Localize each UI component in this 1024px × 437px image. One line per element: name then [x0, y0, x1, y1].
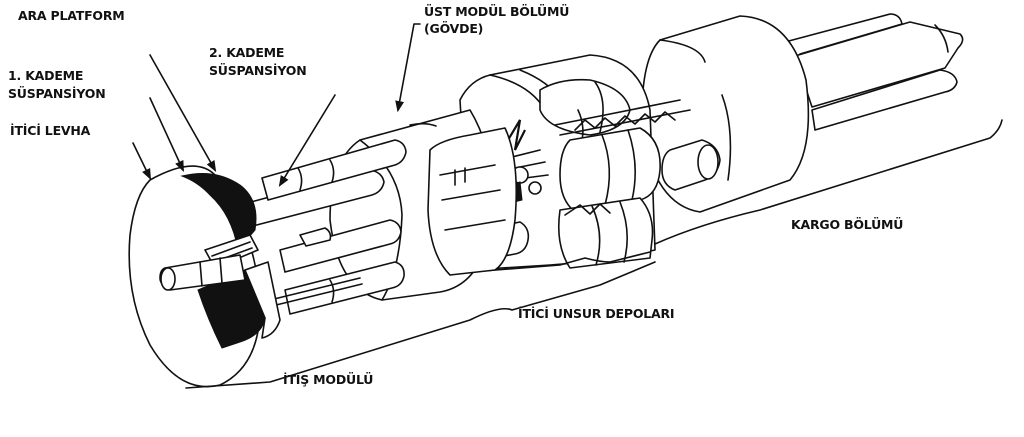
arrow-itici-levha [132, 142, 151, 181]
cargo-section [641, 13, 1003, 245]
label-kademe1-line1: 1. KADEME [8, 68, 84, 83]
label-kargo-bolumu: KARGO BÖLÜMÜ [791, 217, 904, 232]
label-kademe2-line1: 2. KADEME [209, 45, 285, 60]
label-itis-modulu: İTİŞ MODÜLÜ [283, 372, 374, 387]
leader-lines [132, 23, 421, 187]
label-ust-modul-line2: (GÖVDE) [424, 21, 484, 36]
arrow-ust-modul [395, 23, 421, 113]
label-kademe1-line2: SÜSPANSİYON [8, 86, 106, 101]
label-itici-levha: İTİCİ LEVHA [10, 123, 91, 138]
label-ust-modul-line1: ÜST MODÜL BÖLÜMÜ [424, 4, 570, 19]
arrow-kademe2 [278, 94, 336, 187]
propulsion-module [128, 139, 656, 389]
propellant-tanks [459, 54, 691, 273]
label-itici-unsur-depolari: İTİCİ UNSUR DEPOLARI [518, 306, 675, 321]
arrow-ara-platform [149, 54, 217, 172]
label-ara-platform: ARA PLATFORM [18, 8, 125, 23]
label-kademe2-line2: SÜSPANSİYON [209, 63, 307, 78]
arrow-kademe1 [149, 97, 184, 173]
